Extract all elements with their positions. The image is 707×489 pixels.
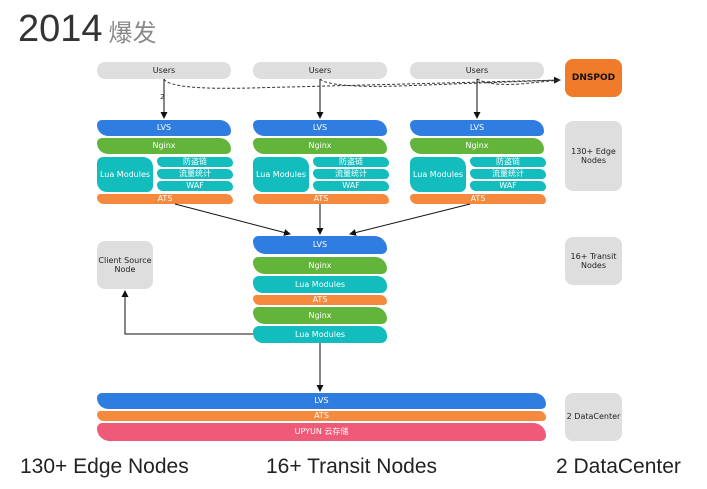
edge-lvs: LVS [97, 120, 231, 136]
users-box-2: Users [253, 62, 387, 79]
dc-lvs: LVS [97, 393, 546, 409]
dc-upyun-storage: UPYUN 云存储 [97, 423, 546, 441]
edge-traffic-stats: 流量统计 [313, 169, 389, 179]
edge-ats: ATS [410, 194, 546, 204]
title-subtitle: 爆发 [108, 19, 157, 47]
dns-dashed-1 [163, 76, 561, 89]
edge-lvs: LVS [410, 120, 544, 136]
bottom-label-edge: 130+ Edge Nodes [20, 455, 189, 478]
users-box-1: Users [97, 62, 231, 79]
flow-label: 2 [160, 93, 165, 101]
transit-nginx-1: Nginx [253, 257, 387, 274]
transit-lvs: LVS [253, 236, 387, 254]
transit-nginx-2: Nginx [253, 307, 387, 324]
edge-traffic-stats: 流量统计 [157, 169, 233, 179]
edge-ats: ATS [97, 194, 233, 204]
transit-lua-modules-2: Lua Modules [253, 326, 387, 343]
transit-lua-modules-1: Lua Modules [253, 276, 387, 293]
edge-lvs: LVS [253, 120, 387, 136]
edge-lua-modules: Lua Modules [253, 157, 309, 192]
edge-nginx: Nginx [253, 138, 387, 154]
title-year: 2014 [18, 8, 103, 50]
bottom-label-datacenter: 2 DataCenter [556, 455, 681, 478]
edge-anti-leech: 防盗链 [313, 157, 389, 167]
edge-nginx: Nginx [410, 138, 544, 154]
dns-dashed-2 [319, 78, 561, 87]
edge-traffic-stats: 流量统计 [470, 169, 546, 179]
arrow-edge3-transit [349, 203, 471, 236]
users-box-3: Users [410, 62, 544, 79]
edge-nginx: Nginx [97, 138, 231, 154]
side-label-datacenter: 2 DataCenter [565, 393, 622, 441]
side-label-edge: 130+ Edge Nodes [565, 121, 622, 191]
edge-waf: WAF [313, 181, 389, 191]
dns-dashed-3 [476, 78, 561, 85]
dnspod-box: DNSPOD [565, 59, 622, 97]
edge-anti-leech: 防盗链 [157, 157, 233, 167]
edge-waf: WAF [470, 181, 546, 191]
transit-ats: ATS [253, 295, 387, 305]
arrow-transit-client [121, 290, 253, 335]
arrow-edge1-transit [174, 203, 291, 236]
client-source-node: Client Source Node [97, 241, 153, 289]
edge-anti-leech: 防盗链 [470, 157, 546, 167]
bottom-label-transit: 16+ Transit Nodes [266, 455, 438, 478]
edge-lua-modules: Lua Modules [97, 157, 153, 192]
side-label-transit: 16+ Transit Nodes [565, 237, 622, 285]
edge-lua-modules: Lua Modules [410, 157, 466, 192]
dc-ats: ATS [97, 411, 546, 421]
edge-ats: ATS [253, 194, 389, 204]
edge-waf: WAF [157, 181, 233, 191]
